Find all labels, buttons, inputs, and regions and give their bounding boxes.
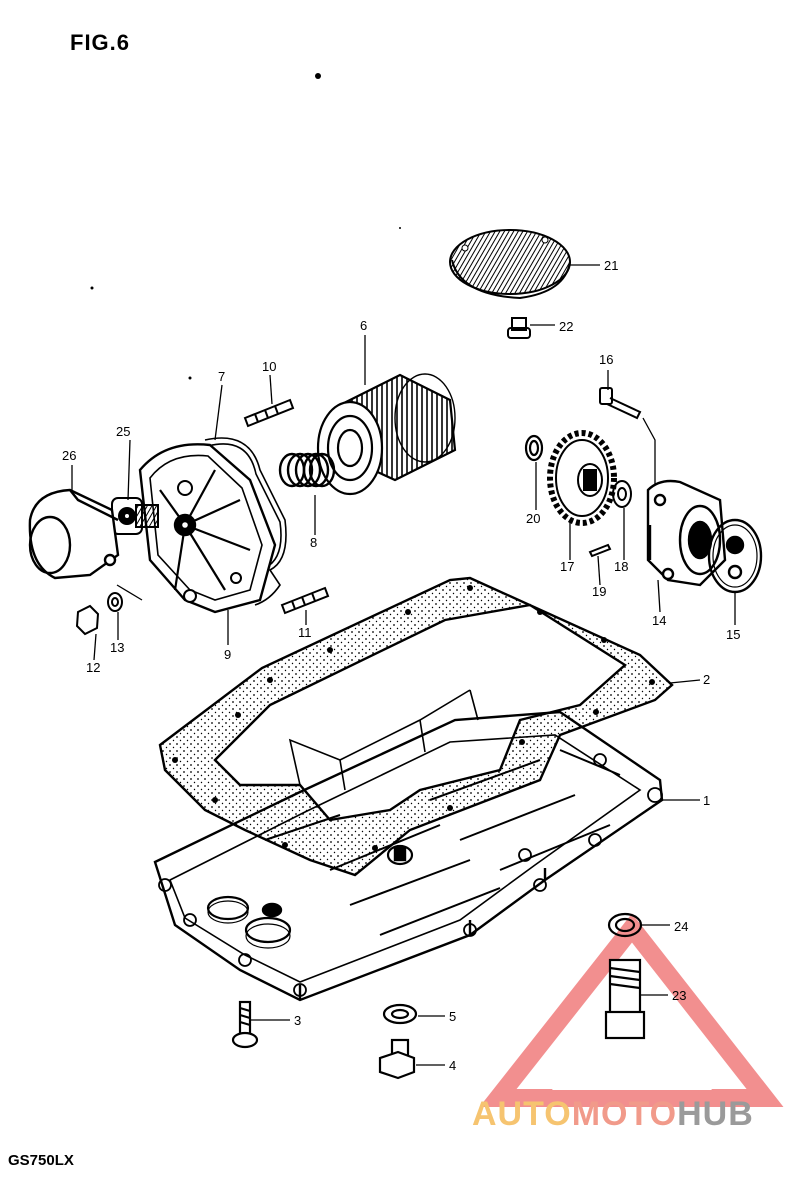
- nut: [75, 604, 100, 636]
- oil-pressure-switch: [111, 497, 159, 535]
- callout-15: 15: [726, 627, 740, 642]
- callout-11: 11: [298, 625, 312, 640]
- scan-specks: [90, 73, 401, 380]
- callout-16: 16: [599, 352, 613, 367]
- callout-21: 21: [604, 258, 618, 273]
- oil-filter-cover: [138, 443, 277, 614]
- callout-7: 7: [218, 369, 225, 384]
- callout-18: 18: [614, 559, 628, 574]
- callout-17: 17: [560, 559, 574, 574]
- pump-bolt: [599, 387, 642, 420]
- callout-20: 20: [526, 511, 540, 526]
- callout-4: 4: [449, 1058, 456, 1073]
- washer-small: [107, 592, 123, 612]
- stud-bolt-upper: [243, 398, 295, 428]
- callout-10: 10: [262, 359, 276, 374]
- model-label: GS750LX: [8, 1152, 74, 1169]
- figure-title: FIG.6: [70, 30, 131, 55]
- watermark-moto: MOTO: [571, 1095, 678, 1133]
- filter-adapter: [604, 958, 646, 1040]
- stud-bolt-lower: [280, 586, 330, 615]
- washer-medium: [612, 480, 632, 508]
- filter-cover-o-ring: [204, 437, 287, 606]
- oil-pan-gasket: [158, 576, 674, 877]
- callout-26: 26: [62, 448, 76, 463]
- cover-plate: [449, 229, 571, 300]
- watermark-hub: HUB: [677, 1095, 754, 1133]
- dowel-pin: [588, 543, 612, 558]
- oil-filter: [316, 373, 457, 496]
- callout-23: 23: [672, 988, 686, 1003]
- drain-plug: [378, 1038, 416, 1080]
- oil-pan: [153, 710, 664, 1002]
- leader-lines: [71, 264, 736, 1066]
- callout-1: 1: [703, 793, 710, 808]
- pan-bolt: [231, 1000, 259, 1049]
- callout-9: 9: [224, 647, 231, 662]
- oil-pump: [646, 479, 727, 587]
- callout-25: 25: [116, 424, 130, 439]
- callout-8: 8: [310, 535, 317, 550]
- switch-cover: [28, 488, 120, 580]
- callout-5: 5: [449, 1009, 456, 1024]
- callout-14: 14: [652, 613, 666, 628]
- watermark-auto: AUTO: [472, 1095, 572, 1133]
- pump-drive-gear: [547, 430, 617, 526]
- cover-screw: [507, 317, 531, 339]
- filter-spring: [278, 452, 336, 488]
- callout-19: 19: [592, 584, 606, 599]
- callout-2: 2: [703, 672, 710, 687]
- adapter-washer: [607, 912, 643, 938]
- callout-labels: 1 2 3 4 5 6 7 8 9 10 11 12 13 14 15 16 1…: [62, 258, 740, 1073]
- callout-22: 22: [559, 319, 573, 334]
- callout-24: 24: [674, 919, 688, 934]
- callout-6: 6: [360, 318, 367, 333]
- callout-3: 3: [294, 1013, 301, 1028]
- callout-13: 13: [110, 640, 124, 655]
- watermark-logo: AUTOMOTOHUB: [472, 1095, 754, 1134]
- callout-12: 12: [86, 660, 100, 675]
- circlip: [524, 434, 544, 462]
- drain-washer: [382, 1003, 418, 1025]
